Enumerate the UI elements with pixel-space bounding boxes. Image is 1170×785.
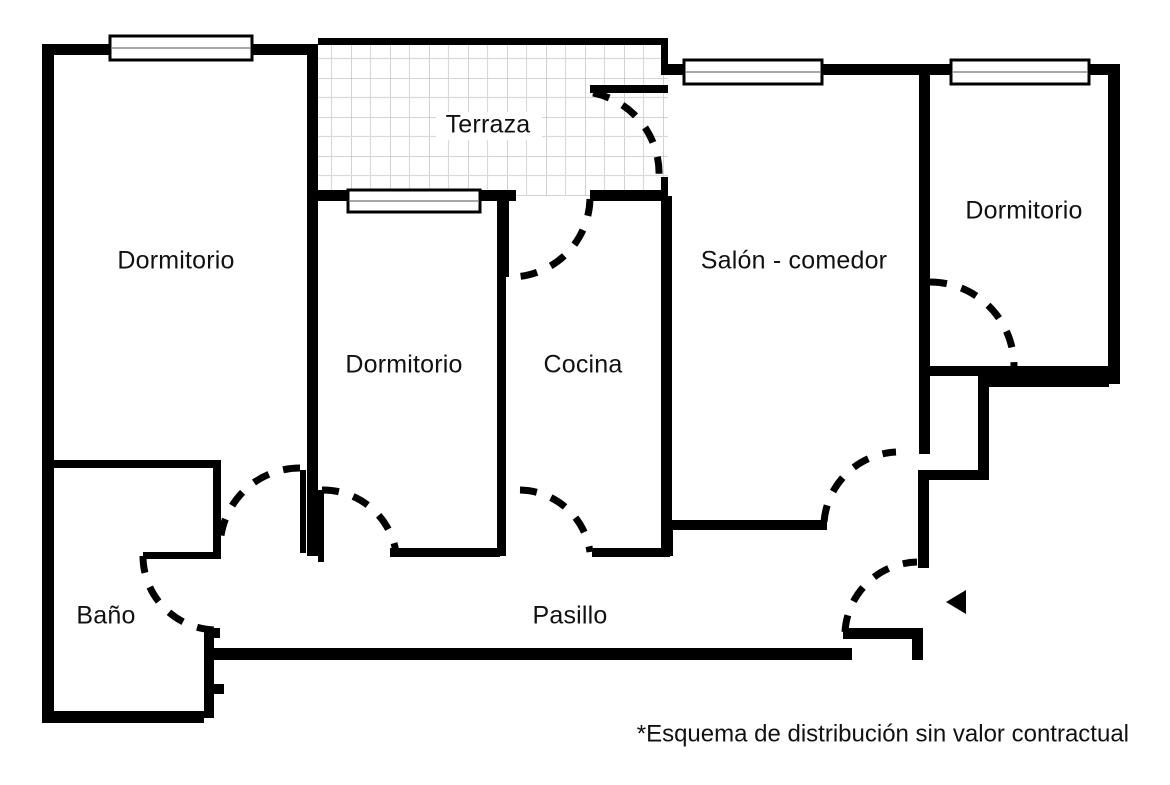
right-stepped-wall <box>918 376 1109 568</box>
room-label-dormitorio-2: Dormitorio <box>345 351 462 379</box>
window-bedroom-3 <box>949 58 1091 86</box>
door-swing-entrance <box>841 558 918 633</box>
window-bedroom-2 <box>346 188 482 214</box>
window-salon <box>682 58 824 86</box>
window-bedroom-1 <box>108 34 254 62</box>
corridor-walls <box>204 628 923 660</box>
door-swing-bedroom-1 <box>216 464 301 549</box>
entrance-arrow-icon <box>946 590 966 614</box>
door-swing-terrace-kitchen <box>592 89 663 178</box>
door-swing-cocina <box>519 486 594 553</box>
door-leaves <box>300 199 509 562</box>
room-label-dormitorio-3: Dormitorio <box>965 197 1082 225</box>
door-swing-bedroom-2 <box>321 486 400 553</box>
room-label-bano: Baño <box>76 602 135 630</box>
room-label-dormitorio-1: Dormitorio <box>117 247 234 275</box>
exterior-walls <box>42 38 1120 723</box>
disclaimer-note: *Esquema de distribución sin valor contr… <box>637 720 1129 747</box>
room-label-terraza: Terraza <box>446 111 531 139</box>
door-swing-bano <box>139 555 216 634</box>
room-label-salon-comedor: Salón - comedor <box>701 247 887 275</box>
door-swing-bedroom-3 <box>929 278 1018 367</box>
door-swing-salon <box>820 448 897 523</box>
room-label-cocina: Cocina <box>543 351 622 379</box>
door-swing-kitchen <box>511 198 594 281</box>
room-label-pasillo: Pasillo <box>532 602 607 630</box>
room-labels: Dormitorio Terraza Dormitorio Cocina Sal… <box>70 111 1098 631</box>
terrace-walls <box>307 85 668 201</box>
